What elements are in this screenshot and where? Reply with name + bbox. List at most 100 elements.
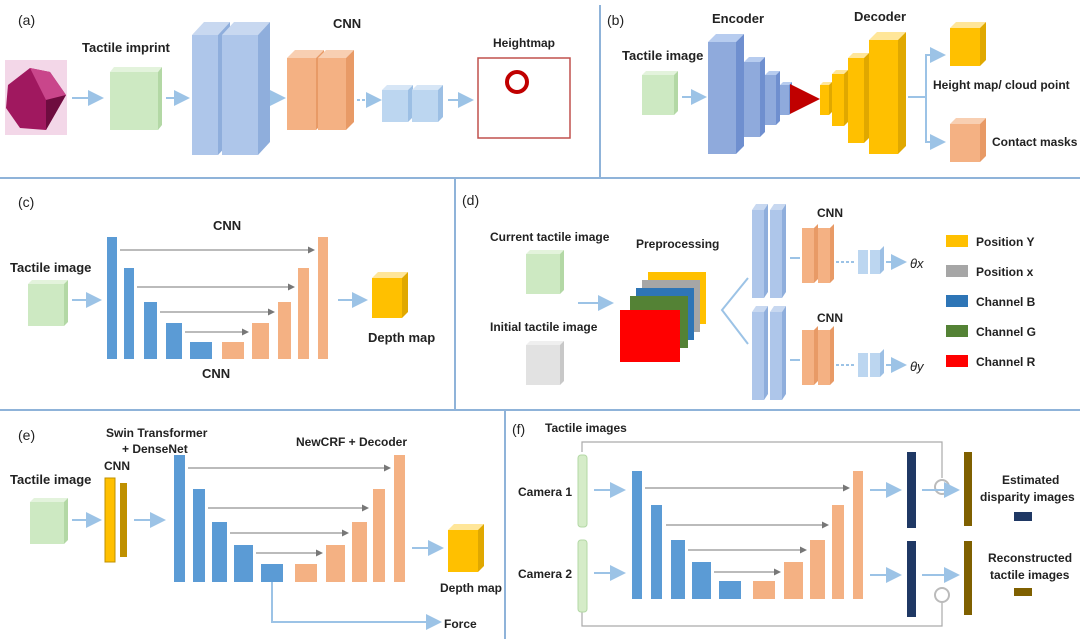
legend-d: Position Y Position x Channel B Channel G Ch… xyxy=(946,235,1036,369)
bypass-line-top xyxy=(581,441,943,478)
theta-x-label: θx xyxy=(910,256,924,271)
panel-dividers xyxy=(0,5,1080,639)
cnn-d-top-blue xyxy=(752,204,786,298)
height-map-output-block xyxy=(950,22,986,66)
panel-b-letter: (b) xyxy=(607,12,624,28)
tactile-image-label-c: Tactile image xyxy=(10,260,91,275)
estimated-label-1: Estimated xyxy=(1002,473,1059,487)
tactile-imprint-label: Tactile imprint xyxy=(82,40,171,55)
legend-label: Position Y xyxy=(976,235,1034,249)
current-tactile-image-label: Current tactile image xyxy=(490,230,610,244)
cnn-blue-blocks xyxy=(192,22,270,155)
decoder-branch-arrows xyxy=(908,47,946,150)
legend-label: Channel G xyxy=(976,325,1036,339)
height-map-label: Height map/ cloud point xyxy=(933,78,1070,92)
cnn-d-top-orange xyxy=(802,224,834,283)
legend-swatch xyxy=(946,235,968,247)
camera2-label: Camera 2 xyxy=(518,567,572,581)
depth-map-block-c xyxy=(372,272,408,318)
swin-label-2: + DenseNet xyxy=(122,442,188,456)
brown-output-bars xyxy=(964,452,972,615)
tactile-image-label-e: Tactile image xyxy=(10,472,91,487)
tactile-imprint-object xyxy=(5,60,67,135)
depth-map-label-e: Depth map xyxy=(440,581,502,595)
panel-b: (b) Tactile image Encoder Decoder xyxy=(607,9,1078,162)
cnn-orange-blocks xyxy=(287,50,354,130)
tactile-image-block-e xyxy=(30,498,68,544)
panel-d: (d) Current tactile image Initial tactil… xyxy=(462,192,1036,400)
panel-f-letter: (f) xyxy=(512,421,525,437)
current-tactile-image-block xyxy=(526,250,564,294)
preprocessing-stack xyxy=(620,272,706,362)
cnn-label-c-bottom: CNN xyxy=(202,366,230,381)
heightmap-label: Heightmap xyxy=(493,36,555,50)
fork-lines xyxy=(720,277,749,345)
tactile-images-label: Tactile images xyxy=(545,421,627,435)
estimated-label-2: disparity images xyxy=(980,490,1075,504)
tactile-image-block-c xyxy=(28,280,68,326)
encoder-label: Encoder xyxy=(712,11,764,26)
panel-a: (a) Tactile imprint CNN xyxy=(5,12,571,155)
legend-label: Position x xyxy=(976,265,1034,279)
depth-map-label-c: Depth map xyxy=(368,330,435,345)
camera1-label: Camera 1 xyxy=(518,485,572,499)
legend-swatch xyxy=(946,355,968,367)
initial-tactile-image-label: Initial tactile image xyxy=(490,320,598,334)
panel-c: (c) CNN Tactile image CNN xyxy=(10,194,435,381)
cnn-d-top-small xyxy=(858,246,884,274)
legend-swatch xyxy=(946,325,968,337)
force-branch-arrow xyxy=(271,582,442,630)
disparity-image-thumb xyxy=(1014,512,1032,521)
panel-f: (f) Tactile images Camera 1 Camera 2 xyxy=(512,421,1075,627)
legend-swatch xyxy=(946,265,968,277)
panel-d-letter: (d) xyxy=(462,192,479,208)
reconstructed-label-1: Reconstructed xyxy=(988,551,1072,565)
contact-masks-output-block xyxy=(950,118,986,162)
unet-c-skip-arrows xyxy=(120,246,315,336)
initial-tactile-image-block xyxy=(526,341,564,385)
reconstructed-image-thumb xyxy=(1014,588,1032,596)
newcrf-label: NewCRF + Decoder xyxy=(296,435,407,449)
panel-c-letter: (c) xyxy=(18,194,34,210)
unet-e-skip-arrows xyxy=(188,464,391,557)
bypass-line-bottom xyxy=(581,595,943,627)
panel-e-letter: (e) xyxy=(18,427,35,443)
panel-e: (e) Swin Transformer + DenseNet CNN Tact… xyxy=(10,426,502,631)
cnn-small-blocks xyxy=(382,85,443,122)
legend-label: Channel R xyxy=(976,355,1036,369)
swin-encoder-bars xyxy=(104,477,127,563)
merge-nodes xyxy=(934,479,950,603)
unet-c-bars xyxy=(107,237,328,359)
cnn-d-bottom-blue xyxy=(752,306,786,400)
navy-feature-bars xyxy=(907,452,916,617)
unet-f-skip-arrows xyxy=(645,484,850,576)
cnn-d-bottom-orange xyxy=(802,326,834,385)
reconstructed-label-2: tactile images xyxy=(990,568,1070,582)
decoder-label: Decoder xyxy=(854,9,906,24)
preprocessing-label: Preprocessing xyxy=(636,237,719,251)
cnn-label-d-top: CNN xyxy=(817,206,843,220)
legend-swatch xyxy=(946,295,968,307)
depth-map-block-e xyxy=(448,524,484,572)
cnn-label-d-bottom: CNN xyxy=(817,311,843,325)
tactile-image-block-b xyxy=(642,71,678,115)
legend-label: Channel B xyxy=(976,295,1036,309)
theta-y-label: θy xyxy=(910,359,925,374)
cnn-label-a: CNN xyxy=(333,16,361,31)
cnn-label-e: CNN xyxy=(104,459,130,473)
camera-input-bars xyxy=(577,454,588,613)
heightmap-box xyxy=(477,57,571,139)
tactile-image-label-b: Tactile image xyxy=(622,48,703,63)
force-label: Force xyxy=(444,617,477,631)
contact-masks-label: Contact masks xyxy=(992,135,1078,149)
swin-label-1: Swin Transformer xyxy=(106,426,208,440)
tactile-imprint-block xyxy=(110,67,162,130)
panel-a-letter: (a) xyxy=(18,12,35,28)
cnn-d-bottom-small xyxy=(858,349,884,377)
decoder-blocks xyxy=(820,32,906,154)
encoder-blocks xyxy=(708,34,792,154)
unet-e-bars xyxy=(174,455,405,582)
cnn-label-c-top: CNN xyxy=(213,218,241,233)
unet-f-bars xyxy=(632,471,863,599)
